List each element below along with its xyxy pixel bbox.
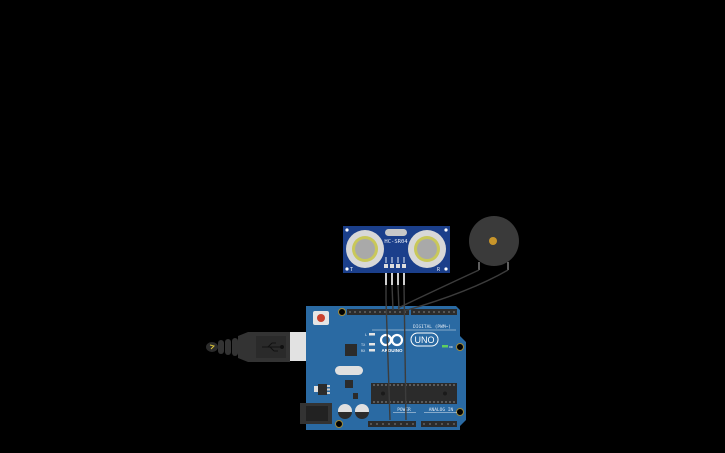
arduino-logo (379, 333, 404, 347)
wire-buzzer-positive[interactable] (403, 269, 509, 312)
led-l-label: L (365, 333, 367, 337)
usb-chip (345, 344, 357, 356)
led-tx (369, 343, 375, 346)
sensor-crystal (385, 229, 407, 236)
mounting-hole (456, 408, 464, 416)
mounting-hole (338, 308, 346, 316)
chip-dot (443, 391, 447, 396)
voltage-regulator (318, 384, 327, 395)
digital-header-left[interactable] (347, 309, 409, 315)
power-label: POWER (397, 407, 411, 413)
small-ic (345, 380, 353, 388)
wires[interactable] (385, 269, 509, 421)
wire-vcc[interactable] (385, 285, 391, 421)
on-label: ON (449, 345, 453, 349)
usb-cable-ring (232, 338, 238, 356)
hc-sr04-ultrasonic-sensor[interactable]: HC-SR04 T R (343, 226, 450, 285)
usb-icon (262, 342, 284, 352)
sensor-pin-trig[interactable] (391, 273, 393, 285)
digital-label: DIGITAL (PWM~) (413, 324, 451, 330)
mounting-hole (335, 420, 343, 428)
mounting-hole (456, 343, 464, 351)
transistor (353, 393, 358, 399)
power-on-led (442, 345, 448, 348)
analog-header[interactable] (421, 421, 457, 427)
capacitor-mark (338, 412, 352, 419)
pin-pad-echo[interactable] (396, 264, 400, 268)
atmega-chip (371, 383, 457, 404)
buzzer-center (489, 237, 497, 245)
piezo-buzzer[interactable] (469, 216, 519, 270)
sensor-pin-echo[interactable] (397, 273, 399, 285)
led-l (369, 333, 375, 336)
transducer-mesh (417, 239, 437, 259)
chip-dot (381, 391, 385, 396)
led-tx-label: TX (361, 343, 366, 347)
uno-badge (410, 332, 439, 347)
usb-cable-ring (225, 339, 231, 355)
sensor-hole (444, 267, 448, 271)
uno-label: UNO (415, 335, 435, 345)
wire-trig[interactable] (391, 284, 394, 311)
regulator-pin (327, 385, 330, 387)
pin-pad-vcc[interactable] (384, 264, 388, 268)
regulator-pin (327, 392, 330, 394)
analog-label: ANALOG IN (429, 407, 454, 413)
power-header[interactable] (368, 421, 416, 427)
sensor-t-mark: T (350, 267, 353, 273)
pin-pad-gnd[interactable] (402, 264, 406, 268)
sensor-r-mark: R (437, 267, 441, 273)
usb-cable-ring (218, 340, 224, 354)
wire-echo[interactable] (397, 284, 400, 311)
sensor-hole (345, 267, 349, 271)
dc-jack-inner (306, 406, 328, 421)
pin-pad-trig[interactable] (390, 264, 394, 268)
crystal-oscillator (335, 366, 363, 375)
wire-gnd[interactable] (403, 284, 407, 421)
led-rx (369, 349, 375, 352)
sensor-hole (345, 228, 349, 232)
lightning-icon (209, 344, 215, 350)
regulator-tab (314, 386, 318, 392)
sensor-model-label: HC-SR04 (384, 239, 408, 245)
arduino-uno-board[interactable]: DIGITAL (PWM~) L TX RX ARDUINO UNO ON (300, 306, 466, 430)
transducer-mesh (355, 239, 375, 259)
led-rx-label: RX (361, 349, 366, 353)
wire-buzzer-negative[interactable] (397, 269, 480, 309)
capacitor-mark (355, 412, 369, 419)
usb-plug-tip (206, 342, 218, 352)
regulator-pin (327, 388, 330, 391)
reset-button-cap[interactable] (317, 314, 325, 322)
sensor-hole (444, 228, 448, 232)
sensor-pin-vcc[interactable] (385, 273, 387, 285)
arduino-brand-text: ARDUINO (382, 348, 403, 353)
sensor-pin-gnd[interactable] (403, 273, 405, 285)
